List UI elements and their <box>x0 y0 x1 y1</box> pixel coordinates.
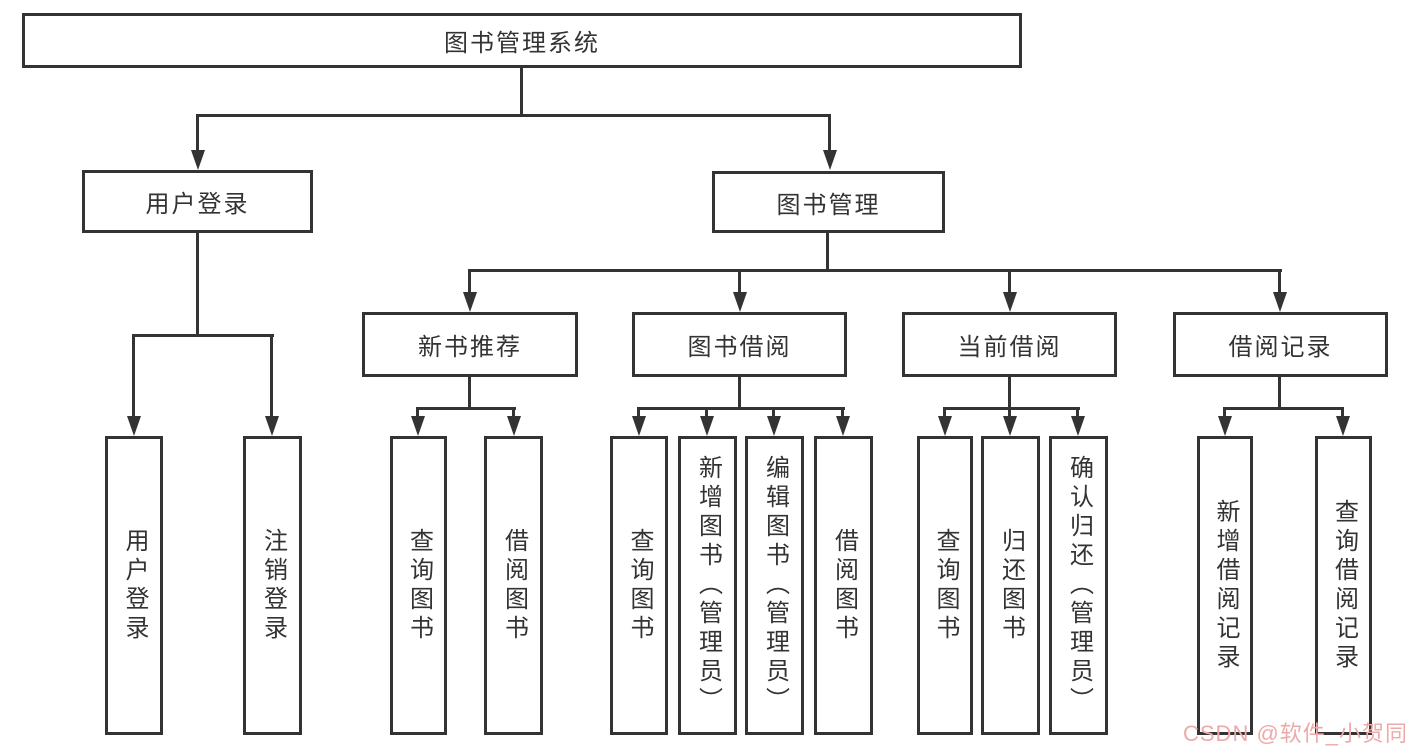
connector-current-stem <box>1008 377 1011 410</box>
node-book-management: 图书管理 <box>712 171 945 233</box>
leaf-query-books-current-label: 查询图书 <box>932 527 959 644</box>
node-current-borrowing: 当前借阅 <box>902 312 1117 377</box>
connector-arrow-line <box>828 114 831 152</box>
connector-userlogin-hline <box>133 334 274 337</box>
connector-arrow-line <box>1008 269 1011 294</box>
node-root: 图书管理系统 <box>22 13 1022 68</box>
connector-root-stem <box>520 68 523 117</box>
connector-arrow-line <box>1341 407 1344 418</box>
connector-arrow-line <box>196 114 199 152</box>
connector-current-hline <box>944 407 1080 410</box>
leaf-user-login: 用户登录 <box>105 436 163 735</box>
connector-borrowing-hline <box>638 407 845 410</box>
arrowhead-down-icon <box>1003 292 1017 312</box>
arrowhead-down-icon <box>1273 292 1287 312</box>
arrowhead-down-icon <box>938 416 952 436</box>
node-book-borrowing-label: 图书借阅 <box>687 334 792 361</box>
connector-arrow-line <box>637 407 640 418</box>
leaf-edit-book-admin-label: 编辑图书（管理员） <box>761 455 789 716</box>
leaf-add-borrow-record: 新增借阅记录 <box>1197 436 1253 735</box>
node-borrow-records: 借阅记录 <box>1173 312 1388 377</box>
leaf-return-book-label: 归还图书 <box>997 527 1025 644</box>
connector-arrow-line <box>738 269 741 294</box>
node-book-management-label: 图书管理 <box>776 191 881 219</box>
arrowhead-down-icon <box>411 416 425 436</box>
leaf-add-book-admin: 新增图书（管理员） <box>678 436 737 735</box>
leaf-query-borrow-record-label: 查询借阅记录 <box>1330 498 1358 673</box>
arrowhead-down-icon <box>632 416 646 436</box>
leaf-edit-book-admin: 编辑图书（管理员） <box>745 436 804 735</box>
leaf-add-book-admin-label: 新增图书（管理员） <box>694 455 722 716</box>
watermark: CSDN @软件_小贺同学 <box>1183 721 1405 746</box>
connector-userlogin-stem <box>196 233 199 337</box>
arrowhead-down-icon <box>1071 416 1085 436</box>
leaf-query-books-recommend-label: 查询图书 <box>405 527 433 644</box>
arrowhead-down-icon <box>767 416 781 436</box>
node-root-label: 图书管理系统 <box>444 30 600 57</box>
node-new-book-recommend: 新书推荐 <box>362 312 578 377</box>
arrowhead-down-icon <box>191 150 205 170</box>
connector-borrowing-stem <box>738 377 741 410</box>
leaf-user-login-label: 用户登录 <box>121 527 148 644</box>
connector-bookmgmt-stem <box>826 232 829 272</box>
arrowhead-down-icon <box>1003 416 1017 436</box>
connector-arrow-line <box>705 407 708 418</box>
arrowhead-down-icon <box>265 416 279 436</box>
connector-arrow-line <box>1223 407 1226 418</box>
node-current-borrowing-label: 当前借阅 <box>957 334 1062 361</box>
connector-arrow-line <box>772 407 775 418</box>
arrowhead-down-icon <box>836 416 850 436</box>
arrowhead-down-icon <box>1336 416 1350 436</box>
leaf-query-borrow-record: 查询借阅记录 <box>1315 436 1372 735</box>
connector-arrow-line <box>1076 407 1079 418</box>
connector-arrow-line <box>512 407 515 418</box>
connector-arrow-line <box>270 334 273 418</box>
connector-bookmgmt-hline <box>469 269 1282 272</box>
connector-recommend-stem <box>468 377 471 410</box>
connector-records-hline <box>1224 407 1344 410</box>
node-book-borrowing: 图书借阅 <box>632 312 847 377</box>
connector-arrow-line <box>468 269 471 294</box>
connector-arrow-line <box>1008 407 1011 418</box>
connector-arrow-line <box>416 407 419 418</box>
connector-arrow-line <box>1278 269 1281 294</box>
arrowhead-down-icon <box>733 292 747 312</box>
leaf-query-books-recommend: 查询图书 <box>390 436 447 735</box>
node-user-login-label: 用户登录 <box>145 191 250 218</box>
node-borrow-records-label: 借阅记录 <box>1228 334 1333 361</box>
connector-arrow-line <box>132 334 135 418</box>
leaf-borrow-books-recommend-label: 借阅图书 <box>500 527 528 644</box>
connector-arrow-line <box>943 407 946 418</box>
leaf-query-books-current: 查询图书 <box>917 436 973 735</box>
arrowhead-down-icon <box>823 150 837 170</box>
node-user-login: 用户登录 <box>82 170 313 233</box>
leaf-query-books-borrowing: 查询图书 <box>610 436 668 735</box>
connector-root-hline <box>197 114 831 117</box>
leaf-return-book: 归还图书 <box>981 436 1040 735</box>
arrowhead-down-icon <box>463 292 477 312</box>
arrowhead-down-icon <box>127 416 141 436</box>
leaf-logout: 注销登录 <box>243 436 302 735</box>
connector-arrow-line <box>841 407 844 418</box>
leaf-query-books-borrowing-label: 查询图书 <box>626 527 653 644</box>
arrowhead-down-icon <box>507 416 521 436</box>
arrowhead-down-icon <box>700 416 714 436</box>
arrowhead-down-icon <box>1218 416 1232 436</box>
leaf-borrow-books: 借阅图书 <box>814 436 873 735</box>
leaf-borrow-books-recommend: 借阅图书 <box>484 436 543 735</box>
leaf-confirm-return-admin: 确认归还（管理员） <box>1049 436 1108 735</box>
leaf-add-borrow-record-label: 新增借阅记录 <box>1212 498 1239 673</box>
connector-recommend-hline <box>417 407 516 410</box>
leaf-borrow-books-label: 借阅图书 <box>830 527 858 644</box>
connector-records-stem <box>1278 377 1281 410</box>
leaf-confirm-return-admin-label: 确认归还（管理员） <box>1065 455 1093 716</box>
node-new-book-recommend-label: 新书推荐 <box>418 334 522 361</box>
leaf-logout-label: 注销登录 <box>259 527 287 644</box>
